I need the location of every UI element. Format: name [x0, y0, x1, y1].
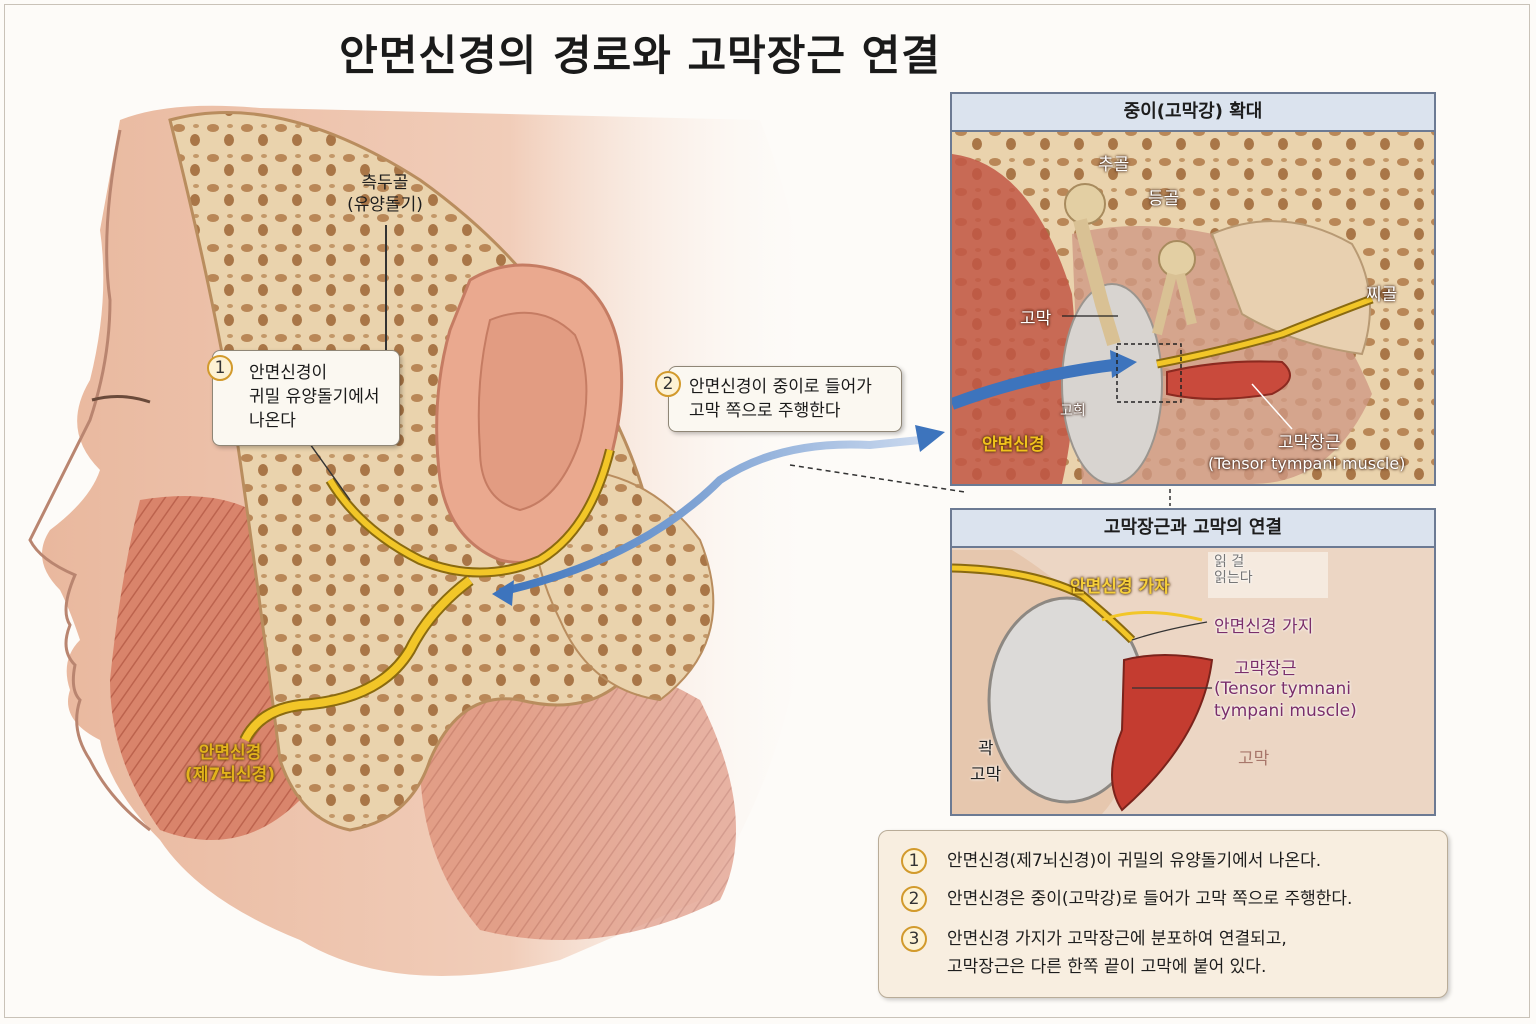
callout-2-number: 2 [655, 371, 681, 397]
label-facial-nerve-top: 안면신경 [982, 435, 1045, 455]
legend-item-3-text: 안면신경 가지가 고막장근에 분포하여 연결되고, 고막장근은 다른 한쪽 끝이… [947, 925, 1287, 981]
label-eardrum-top: 고막 [1020, 309, 1052, 329]
label-facial-nerve-line1: 안면신경 [198, 743, 262, 763]
callout-1-line1: 안면신경이 [249, 363, 328, 383]
label-eardrum-faint: 고막 [1238, 749, 1270, 769]
arrow-head-right [915, 425, 945, 452]
label-tensor-tympani-bottom: 고막장근 [1234, 659, 1297, 679]
label-garbled-line2: 읽는다 [1214, 570, 1253, 586]
label-temporal-bone: 측두골 (유양돌기) [330, 172, 440, 216]
legend-item-1: 1 안면신경(제7뇌신경)이 귀밀의 유양돌기에서 나온다. [901, 847, 1321, 875]
label-tensor-en-line1: (Tensor tymnani [1214, 679, 1351, 699]
arrow-into-middle-ear [499, 436, 921, 596]
label-tensor-tympani-top: 고막장근 [1278, 433, 1341, 453]
legend-number-1: 1 [901, 848, 927, 874]
callout-2: 2 안면신경이 중이로 들어가 고막 쪽으로 주행한다 [655, 366, 902, 432]
panel-middle-ear-title: 중이(고막강) 확대 [952, 94, 1434, 132]
label-eardrum-left: 곽 고막 [970, 736, 1001, 788]
label-tensor-tympani-en-top: (Tensor tympani muscle) [1208, 454, 1406, 473]
callout-1-line2: 귀밀 유양돌기에서 [249, 387, 380, 407]
label-facial-nerve: 안면신경 (제7뇌신경) [170, 742, 290, 786]
label-garbled: 읽 걸 읽는다 [1214, 554, 1253, 586]
label-incus: 등골 [1148, 189, 1180, 209]
label-stapes: 찌골 [1366, 285, 1398, 305]
callout-2-line2: 고막 쪽으로 주행한다 [689, 401, 841, 421]
label-branch-gold: 안면신경 가자 [1070, 577, 1170, 597]
label-facial-nerve-line2: (제7뇌신경) [185, 765, 275, 785]
callout-2-line1: 안면신경이 중이로 들어가 [689, 377, 872, 397]
callout-1-text: 안면신경이 귀밀 유양돌기에서 나온다 [249, 361, 380, 433]
callout-1-number: 1 [207, 355, 233, 381]
panel-tensor-connection-art [952, 548, 1434, 814]
legend-item-3-line2: 고막장근은 다른 한쪽 끝이 고막에 붙어 있다. [947, 957, 1267, 977]
legend-item-3-line1: 안면신경 가지가 고막장근에 분포하여 연결되고, [947, 929, 1287, 949]
panel-middle-ear-art [952, 132, 1434, 484]
neck-muscles [420, 636, 736, 940]
legend-number-3: 3 [901, 926, 927, 952]
panel-middle-ear: 중이(고막강) 확대 추골 등골 찌골 고막 고희 안면신경 고막장근 (Ten… [950, 92, 1436, 486]
callout-1: 1 안면신경이 귀밀 유양돌기에서 나온다 [207, 350, 400, 446]
callout-2-text: 안면신경이 중이로 들어가 고막 쪽으로 주행한다 [689, 375, 872, 423]
eye [91, 395, 151, 404]
image-frame [4, 4, 1530, 1018]
label-tensor-en-line2: tympani muscle) [1214, 701, 1357, 721]
label-temporal-bone-line2: (유양돌기) [347, 195, 423, 215]
legend-item-1-text: 안면신경(제7뇌신경)이 귀밀의 유양돌기에서 나온다. [947, 851, 1322, 871]
page-title: 안면신경의 경로와 고막장근 연결 [339, 31, 941, 80]
label-eardrum-left-line2: 고막 [970, 765, 1002, 785]
label-temporal-bone-line1: 측두골 [361, 173, 409, 193]
label-malleus: 추골 [1098, 155, 1130, 175]
legend-number-2: 2 [901, 886, 927, 912]
arrow-head-left [492, 580, 514, 606]
ear-inner [477, 311, 588, 512]
label-eardrum-left-line1: 곽 [977, 739, 994, 759]
label-garbled-line1: 읽 걸 [1214, 554, 1245, 570]
legend-item-2-text: 안면신경은 중이(고막강)로 들어가 고막 쪽으로 주행한다. [947, 889, 1353, 909]
face-profile [28, 129, 151, 832]
legend-item-3: 3 안면신경 가지가 고막장근에 분포하여 연결되고, 고막장근은 다른 한쪽 … [901, 925, 1287, 981]
panel-tensor-connection: 고막장근과 고막의 연결 안면신경 가자 읽 걸 읽는다 안면신경 가지 고막장… [950, 508, 1436, 816]
panel-tensor-connection-title: 고막장근과 고막의 연결 [952, 510, 1434, 548]
summary-legend: 1 안면신경(제7뇌신경)이 귀밀의 유양돌기에서 나온다. 2 안면신경은 중… [878, 830, 1448, 998]
callout-1-line3: 나온다 [249, 411, 296, 431]
label-branch-bottom: 안면신경 가지 [1214, 617, 1314, 637]
label-tensor-tympani-en-bottom: (Tensor tymnani tympani muscle) [1214, 678, 1357, 722]
legend-item-2: 2 안면신경은 중이(고막강)로 들어가 고막 쪽으로 주행한다. [901, 885, 1352, 913]
label-misc-top: 고희 [1060, 403, 1086, 419]
